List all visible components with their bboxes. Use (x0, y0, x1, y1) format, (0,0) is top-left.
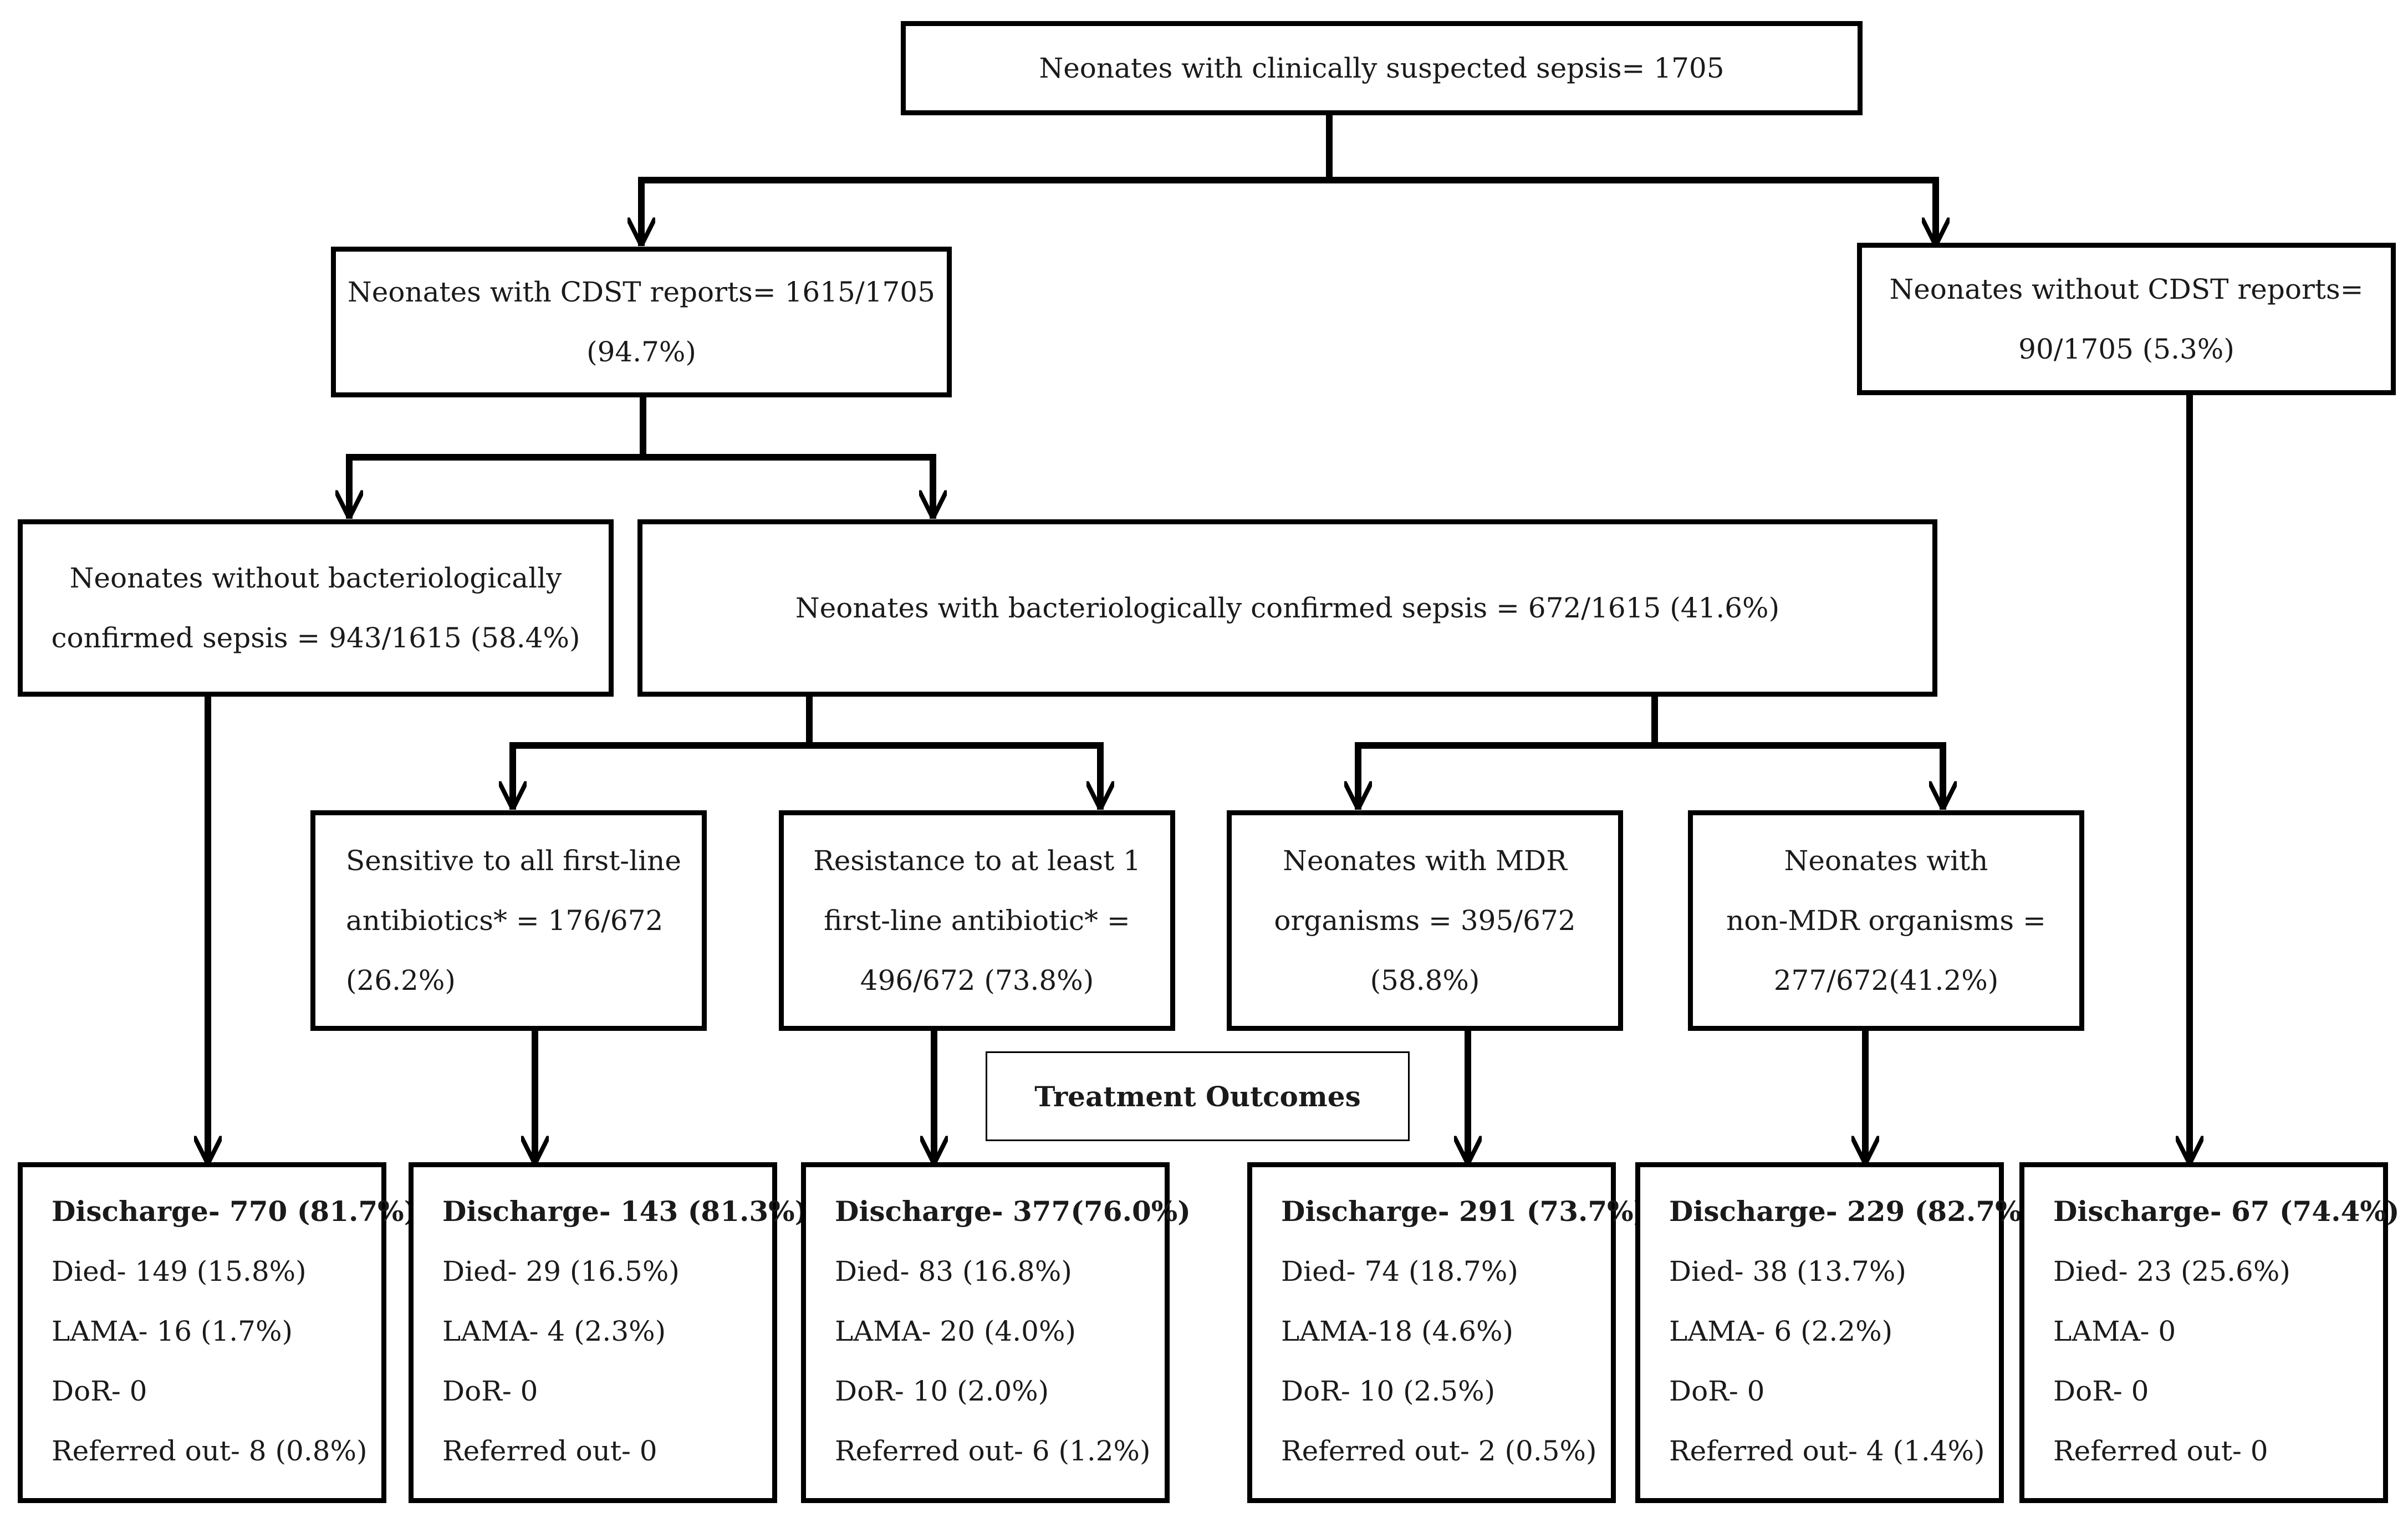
without-bact-line: Neonates without bacteriologically (69, 562, 562, 594)
outcome-lama: LAMA- 4 (2.3%) (442, 1315, 666, 1347)
outcome-box-sensitive: Discharge- 143 (81.3%) Died- 29 (16.5%) … (409, 1162, 808, 1503)
outcome-discharge: Discharge- 770 (81.7%) (52, 1195, 417, 1228)
non-mdr-line: non-MDR organisms = (1726, 905, 2046, 937)
without-bact-node: Neonates without bacteriologically confi… (18, 519, 614, 697)
root-node-line: Neonates with clinically suspected sepsi… (1039, 52, 1725, 84)
outcome-dor: DoR- 0 (442, 1375, 538, 1407)
non-mdr-node: Neonates with non-MDR organisms = 277/67… (1688, 810, 2084, 1031)
outcome-died: Died- 29 (16.5%) (442, 1255, 680, 1287)
with-bact-line: Neonates with bacteriologically confirme… (795, 592, 1780, 624)
connector-bact-right (1355, 692, 1946, 749)
outcome-referred: Referred out- 6 (1.2%) (835, 1435, 1151, 1467)
outcome-lama: LAMA- 20 (4.0%) (835, 1315, 1076, 1347)
resistant-line: first-line antibiotic* = (824, 905, 1130, 937)
outcome-dor: DoR- 0 (1669, 1375, 1765, 1407)
connector-cdst-split (346, 393, 936, 461)
outcome-lama: LAMA- 6 (2.2%) (1669, 1315, 1893, 1347)
without-bact-line: confirmed sepsis = 943/1615 (58.4%) (51, 622, 580, 654)
mdr-node: Neonates with MDR organisms = 395/672 (5… (1227, 810, 1623, 1031)
outcome-dor: DoR- 10 (2.0%) (835, 1375, 1049, 1407)
sensitive-line: Sensitive to all first-line (346, 845, 681, 877)
outcome-lama: LAMA- 0 (2053, 1315, 2176, 1347)
outcome-box-non-mdr: Discharge- 229 (82.7%) Died- 38 (13.7%) … (1635, 1162, 2035, 1503)
without-cdst-node: Neonates without CDST reports= 90/1705 (… (1857, 243, 2396, 395)
outcome-discharge: Discharge- 229 (82.7%) (1669, 1195, 2035, 1228)
with-cdst-line: Neonates with CDST reports= 1615/1705 (348, 276, 935, 308)
root-node: Neonates with clinically suspected sepsi… (901, 21, 1863, 115)
outcome-discharge: Discharge- 67 (74.4%) (2053, 1195, 2400, 1228)
outcome-discharge: Discharge- 143 (81.3%) (442, 1195, 808, 1228)
non-mdr-line: 277/672(41.2%) (1773, 964, 1999, 997)
non-mdr-line: Neonates with (1784, 845, 1988, 877)
outcome-box-resistant: Discharge- 377(76.0%) Died- 83 (16.8%) L… (801, 1162, 1191, 1503)
with-cdst-node: Neonates with CDST reports= 1615/1705 (9… (331, 247, 952, 397)
outcome-referred: Referred out- 0 (442, 1435, 657, 1467)
mdr-line: (58.8%) (1370, 964, 1480, 997)
with-cdst-line: (94.7%) (586, 336, 696, 368)
connector-root-split (638, 110, 1939, 183)
outcome-discharge: Discharge- 377(76.0%) (835, 1195, 1191, 1228)
outcome-box-mdr: Discharge- 291 (73.7%) Died- 74 (18.7%) … (1247, 1162, 1647, 1503)
connector-bact-left (509, 692, 1104, 749)
without-cdst-line: 90/1705 (5.3%) (2018, 333, 2234, 365)
outcome-died: Died- 38 (13.7%) (1669, 1255, 1906, 1287)
outcome-lama: LAMA-18 (4.6%) (1281, 1315, 1514, 1347)
mdr-line: Neonates with MDR (1283, 845, 1567, 877)
outcome-dor: DoR- 0 (52, 1375, 147, 1407)
without-cdst-line: Neonates without CDST reports= (1889, 273, 2364, 305)
outcome-referred: Referred out- 4 (1.4%) (1669, 1435, 1985, 1467)
outcome-referred: Referred out- 2 (0.5%) (1281, 1435, 1597, 1467)
outcome-referred: Referred out- 8 (0.8%) (52, 1435, 368, 1467)
outcome-dor: DoR- 0 (2053, 1375, 2149, 1407)
outcome-box-no-cdst: Discharge- 67 (74.4%) Died- 23 (25.6%) L… (2019, 1162, 2400, 1503)
resistant-node: Resistance to at least 1 first-line anti… (779, 810, 1175, 1031)
outcome-box-no-bact: Discharge- 770 (81.7%) Died- 149 (15.8%)… (18, 1162, 417, 1503)
outcome-died: Died- 74 (18.7%) (1281, 1255, 1518, 1287)
resistant-line: 496/672 (73.8%) (860, 964, 1094, 997)
sensitive-line: (26.2%) (346, 964, 456, 997)
outcome-referred: Referred out- 0 (2053, 1435, 2268, 1467)
outcome-died: Died- 149 (15.8%) (52, 1255, 307, 1287)
treatment-outcomes-label: Treatment Outcomes (986, 1051, 1410, 1141)
outcome-dor: DoR- 10 (2.5%) (1281, 1375, 1496, 1407)
mdr-line: organisms = 395/672 (1274, 905, 1576, 937)
sensitive-line: antibiotics* = 176/672 (346, 905, 664, 937)
resistant-line: Resistance to at least 1 (813, 845, 1141, 877)
sensitive-node: Sensitive to all first-line antibiotics*… (310, 810, 707, 1031)
outcome-died: Died- 23 (25.6%) (2053, 1255, 2290, 1287)
outcome-discharge: Discharge- 291 (73.7%) (1281, 1195, 1647, 1228)
with-bact-node: Neonates with bacteriologically confirme… (637, 519, 1937, 697)
outcome-died: Died- 83 (16.8%) (835, 1255, 1072, 1287)
outcome-lama: LAMA- 16 (1.7%) (52, 1315, 293, 1347)
